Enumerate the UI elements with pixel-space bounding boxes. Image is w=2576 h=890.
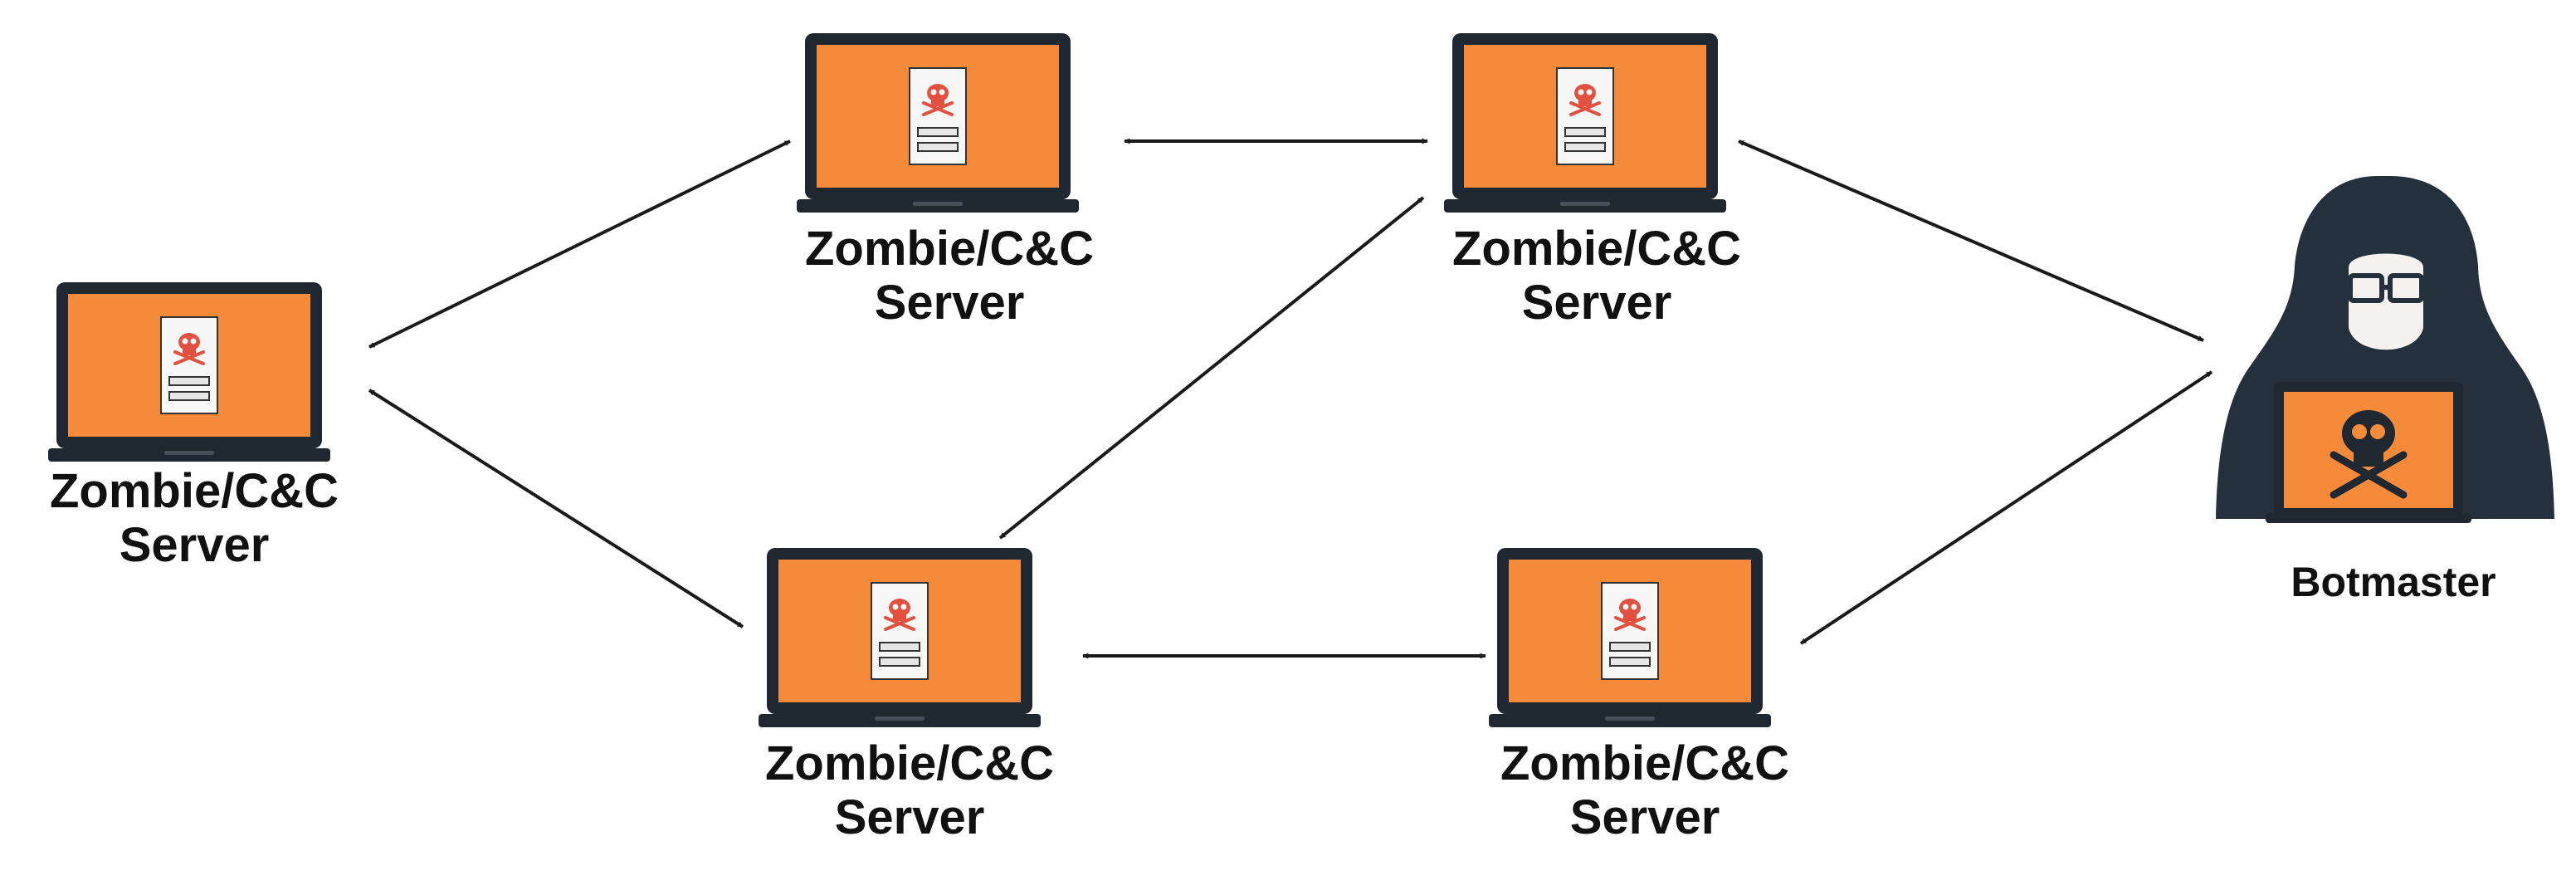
node-label-zombie-bottom-middle: Zombie/C&C Server <box>727 736 1092 845</box>
arrow-top-right-to-botmaster <box>1738 139 2204 342</box>
node-label-line2: Server <box>834 790 985 844</box>
node-label-zombie-bottom-right: Zombie/C&C Server <box>1462 736 1827 845</box>
connections <box>368 138 2213 659</box>
zombie-laptop-icon <box>1444 33 1726 213</box>
hacker-glasses-right <box>2388 273 2424 303</box>
skull-document-icon <box>160 316 218 414</box>
node-label-line2: Server <box>874 275 1025 330</box>
node-label-line1: Zombie/C&C <box>50 464 339 518</box>
arrow-bottom-middle-to-top-right <box>998 196 1425 540</box>
node-label-line2: Server <box>119 517 270 572</box>
arrow-left-to-bottom-middle <box>368 389 744 628</box>
node-label-zombie-left: Zombie/C&C Server <box>12 464 377 573</box>
hacker-laptop-base <box>2266 513 2471 523</box>
node-label-line2: Server <box>1521 275 1672 330</box>
skull-crossbones-icon <box>2330 410 2408 499</box>
hacker-glasses-left <box>2348 273 2384 303</box>
zombie-laptop-icon <box>48 282 330 462</box>
botmaster-label: Botmaster <box>2291 559 2496 605</box>
botmaster-hacker-icon <box>2216 176 2554 523</box>
node-label-line1: Zombie/C&C <box>1500 736 1789 790</box>
node-label-line1: Zombie/C&C <box>1452 222 1741 276</box>
skull-document-icon <box>1601 582 1659 680</box>
node-label-zombie-top-middle: Zombie/C&C Server <box>767 222 1132 330</box>
node-label-line2: Server <box>1569 790 1720 844</box>
zombie-laptop-icon <box>759 548 1041 727</box>
skull-document-icon <box>909 67 967 165</box>
zombie-laptop-icon <box>797 33 1079 213</box>
zombie-laptop-icon <box>1489 548 1771 727</box>
skull-document-icon <box>1556 67 1614 165</box>
arrow-bottom-right-to-botmaster <box>1799 370 2213 645</box>
node-label-zombie-top-right: Zombie/C&C Server <box>1414 222 1779 330</box>
node-label-line1: Zombie/C&C <box>765 736 1054 790</box>
skull-document-icon <box>871 582 929 680</box>
node-label-line1: Zombie/C&C <box>805 222 1094 276</box>
zombie-laptops <box>48 33 1771 727</box>
arrow-left-to-top-middle <box>368 139 791 349</box>
